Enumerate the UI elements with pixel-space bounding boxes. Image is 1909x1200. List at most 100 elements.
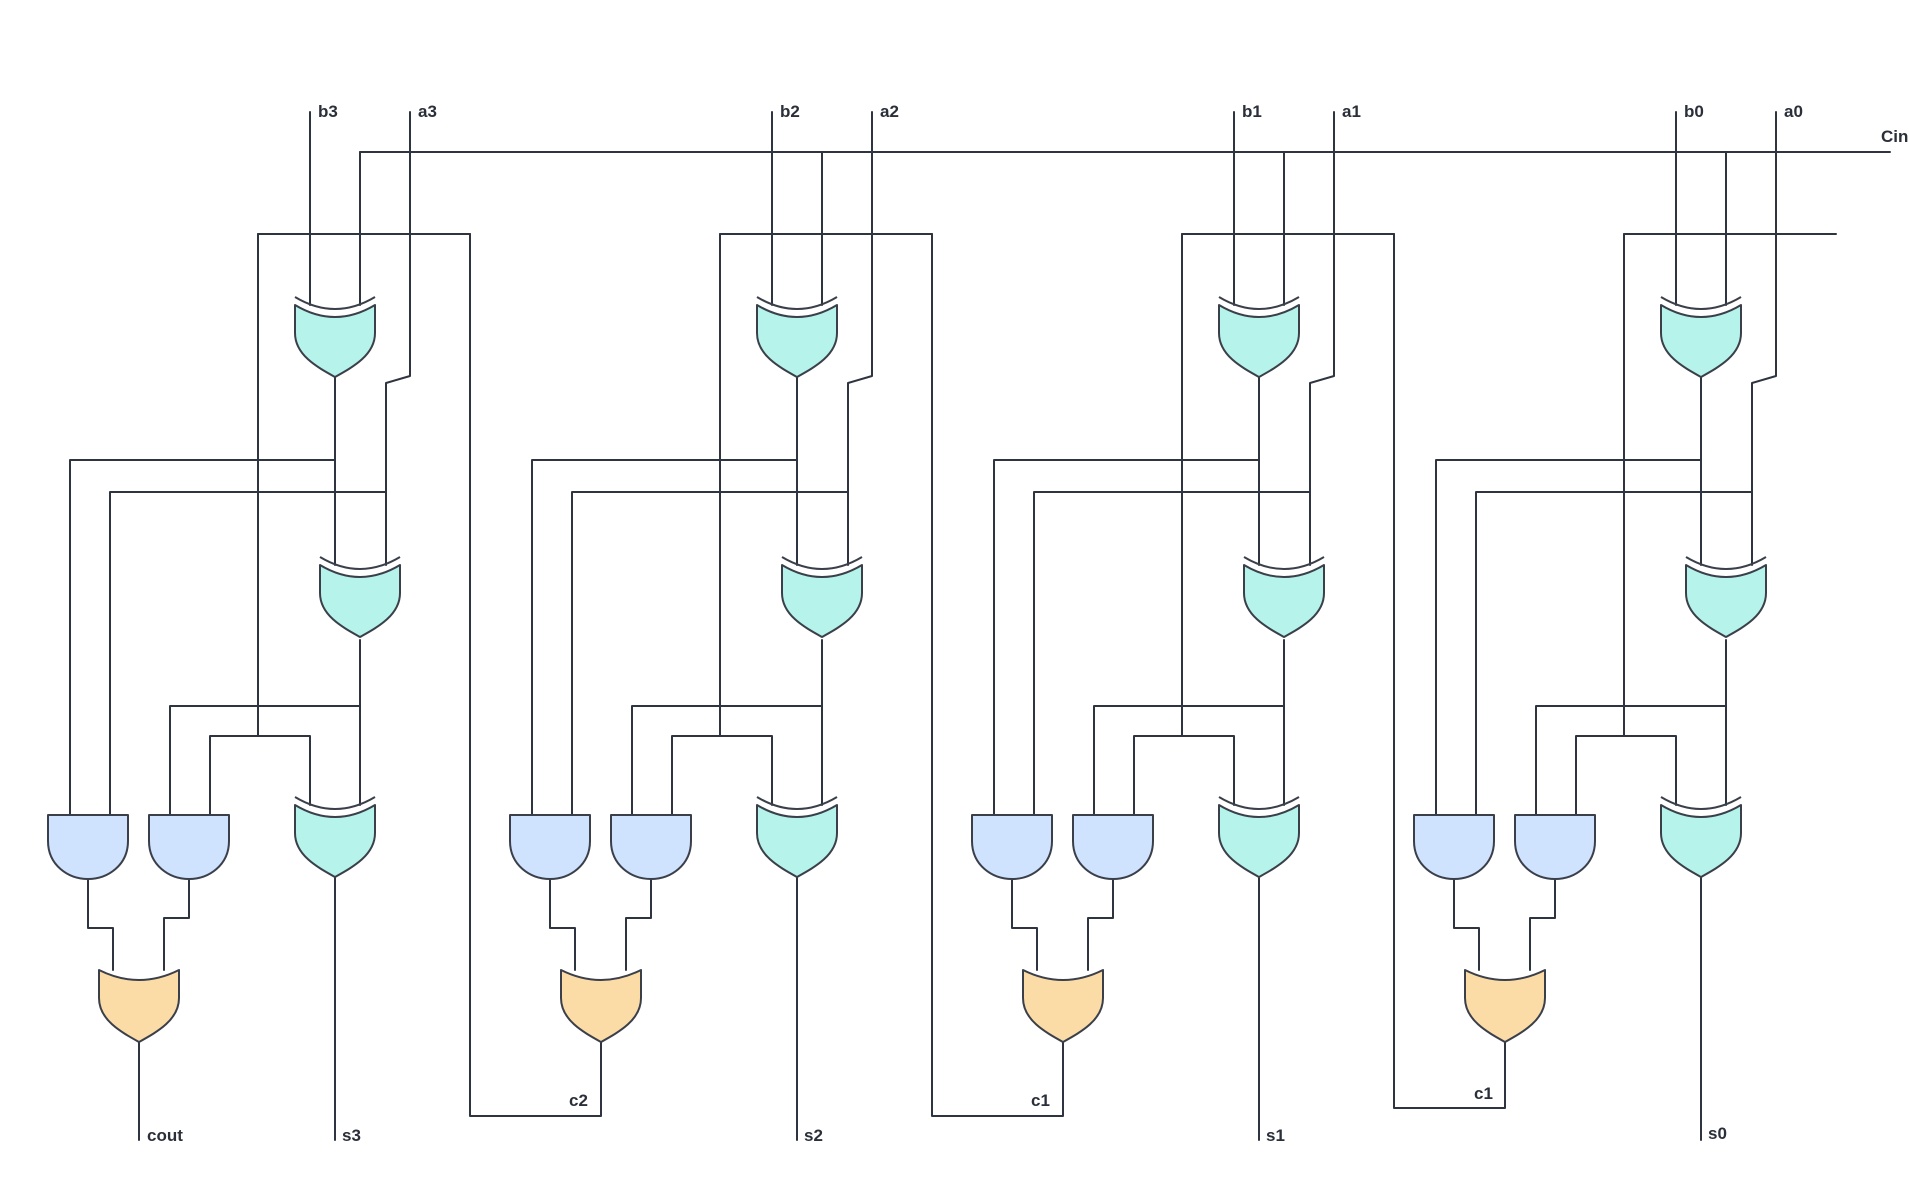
gates [47,296,1767,1043]
xor-body [756,304,838,378]
xor-body [319,564,401,638]
stage3-wire-andL-to-or [87,879,114,971]
xor-back-curve [1660,796,1742,810]
label-c2: c2 [569,1091,588,1110]
xor-body [1218,804,1300,878]
stage0-xor-gate-3 [1660,796,1742,878]
and-body [610,814,692,880]
stage2-wire-a-to-andL [571,491,849,816]
stage2-wire-carry-to-andR [671,735,721,816]
xor-back-curve [756,296,838,310]
stage2-wire-a [847,111,873,566]
label-a2: a2 [880,102,899,121]
stage0-and-gate-right [1514,814,1596,880]
xor-body [1660,304,1742,378]
xor-body [756,804,838,878]
xor-body [294,304,376,378]
or-body [560,969,642,1043]
label-s3: s3 [342,1126,361,1145]
stage1-or-gate [1022,969,1104,1043]
and-body [509,814,591,880]
label-b0: b0 [1684,102,1704,121]
and-body [1514,814,1596,880]
label-cin: Cin [1881,127,1908,146]
stage3-wire-xor2-to-andR [169,705,361,816]
stage0-wire-a [1751,111,1777,566]
stage1-xor-gate-3 [1218,796,1300,878]
xor-back-curve [1243,556,1325,570]
xor-back-curve [294,296,376,310]
stage3-and-gate-right [148,814,230,880]
xor-body [294,804,376,878]
label-b1: b1 [1242,102,1262,121]
label-a3: a3 [418,102,437,121]
xor-body [1660,804,1742,878]
and-body [47,814,129,880]
xor-body [781,564,863,638]
stage0-xor-gate-2 [1685,556,1767,638]
xor-back-curve [1660,296,1742,310]
stage2-wire-xor2-to-andR [631,705,823,816]
label-cout: cout [147,1126,183,1145]
stage3-wire-andR-to-or [163,879,190,971]
stage1-xor-gate-2 [1243,556,1325,638]
xor-body [1685,564,1767,638]
xor-body [1243,564,1325,638]
stage3-wire-carry-to-xor3 [257,735,311,806]
stage3-wire-carry-to-andR [209,735,259,816]
label-c1-right: c1 [1474,1084,1493,1103]
stage1-wire-xor1-to-andL [993,459,1260,816]
stage3-or-gate [98,969,180,1043]
stage0-and-gate-left [1413,814,1495,880]
stage3-xor-gate-1 [294,296,376,378]
stage1-and-gate-left [971,814,1053,880]
xor-back-curve [319,556,401,570]
stage2-xor-gate-1 [756,296,838,378]
label-c1-left: c1 [1031,1091,1050,1110]
stage0-wire-carry-to-andR [1575,735,1625,816]
or-body [1022,969,1104,1043]
wires [69,111,1891,1141]
label-a1: a1 [1342,102,1361,121]
label-s2: s2 [804,1126,823,1145]
stage1-wire-xor2-to-andR [1093,705,1285,816]
stage0-xor-gate-1 [1660,296,1742,378]
labels: Cin b3 a3 b2 a2 b1 a1 b0 a0 cout s3 s2 s… [147,102,1908,1145]
stage2-and-gate-right [610,814,692,880]
or-body [1464,969,1546,1043]
label-a0: a0 [1784,102,1803,121]
label-b3: b3 [318,102,338,121]
or-body [98,969,180,1043]
stage1-wire-andL-to-or [1011,879,1038,971]
label-s1: s1 [1266,1126,1285,1145]
stage0-wire-carry-to-xor3 [1623,735,1677,806]
stage1-wire-carry-to-xor3 [1181,735,1235,806]
stage1-xor-gate-1 [1218,296,1300,378]
xor-back-curve [1685,556,1767,570]
stage3-wire-xor1-to-andL [69,459,336,816]
stage0-wire-andL-to-or [1453,879,1480,971]
stage1-wire-carry-to-andR [1133,735,1183,816]
stage2-wire-andR-to-or [625,879,652,971]
stage2-or-gate [560,969,642,1043]
xor-back-curve [294,796,376,810]
stage0-or-gate [1464,969,1546,1043]
xor-body [1218,304,1300,378]
xor-back-curve [781,556,863,570]
stage0-wire-xor2-to-andR [1535,705,1727,816]
stage1-and-gate-right [1072,814,1154,880]
and-body [148,814,230,880]
stage3-xor-gate-2 [319,556,401,638]
xor-back-curve [756,796,838,810]
label-b2: b2 [780,102,800,121]
stage3-wire-a [385,111,411,566]
stage0-wire-xor1-to-andL [1435,459,1702,816]
stage1-wire-a [1309,111,1335,566]
stage0-wire-andR-to-or [1529,879,1556,971]
stage2-xor-gate-2 [781,556,863,638]
stage1-wire-a-to-andL [1033,491,1311,816]
stage2-wire-andL-to-or [549,879,576,971]
and-body [1413,814,1495,880]
stage3-and-gate-left [47,814,129,880]
